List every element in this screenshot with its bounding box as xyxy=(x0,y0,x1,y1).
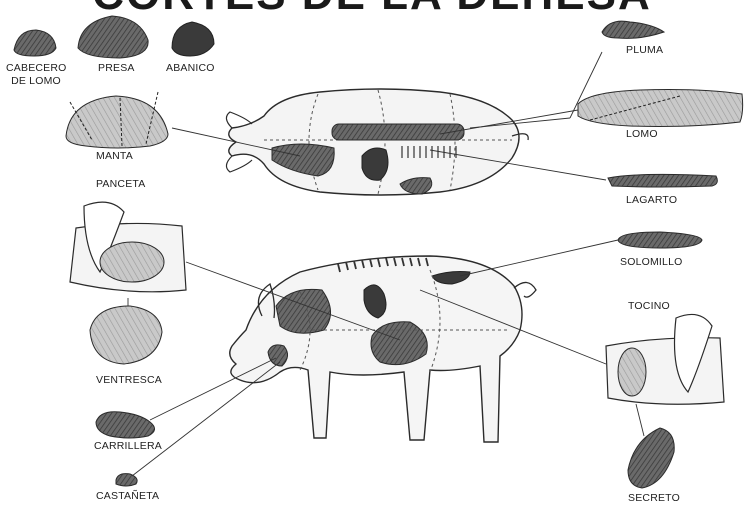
castaneta-piece xyxy=(116,474,137,486)
secreto-piece xyxy=(628,428,674,488)
abanico-piece xyxy=(172,22,214,56)
label-panceta: PANCETA xyxy=(96,178,145,191)
label-secreto: SECRETO xyxy=(628,492,680,505)
label-ventresca: VENTRESCA xyxy=(96,374,162,387)
label-abanico: ABANICO xyxy=(166,62,215,75)
label-cabecero-line2: DE LOMO xyxy=(6,75,66,88)
carrillera-piece xyxy=(96,412,155,438)
label-presa: PRESA xyxy=(98,62,135,75)
presa-piece xyxy=(78,16,148,58)
lagarto-piece xyxy=(608,174,717,187)
solomillo-piece xyxy=(618,232,702,248)
label-solomillo: SOLOMILLO xyxy=(620,256,683,269)
label-pluma: PLUMA xyxy=(626,44,663,57)
label-tocino: TOCINO xyxy=(628,300,670,313)
ventresca-side xyxy=(371,322,427,365)
ventresca-piece xyxy=(90,306,162,364)
abanico-top xyxy=(362,148,388,180)
cabecero-piece xyxy=(14,30,56,56)
label-lomo: LOMO xyxy=(626,128,658,141)
lomo-top xyxy=(332,124,464,140)
label-cabecero-line1: CABECERO xyxy=(6,62,66,75)
lomo-piece xyxy=(578,90,743,127)
label-manta: MANTA xyxy=(96,150,133,163)
label-carrillera: CARRILLERA xyxy=(94,440,162,453)
pluma-piece xyxy=(602,21,664,38)
label-lagarto: LAGARTO xyxy=(626,194,677,207)
label-castaneta: CASTAÑETA xyxy=(96,490,159,503)
